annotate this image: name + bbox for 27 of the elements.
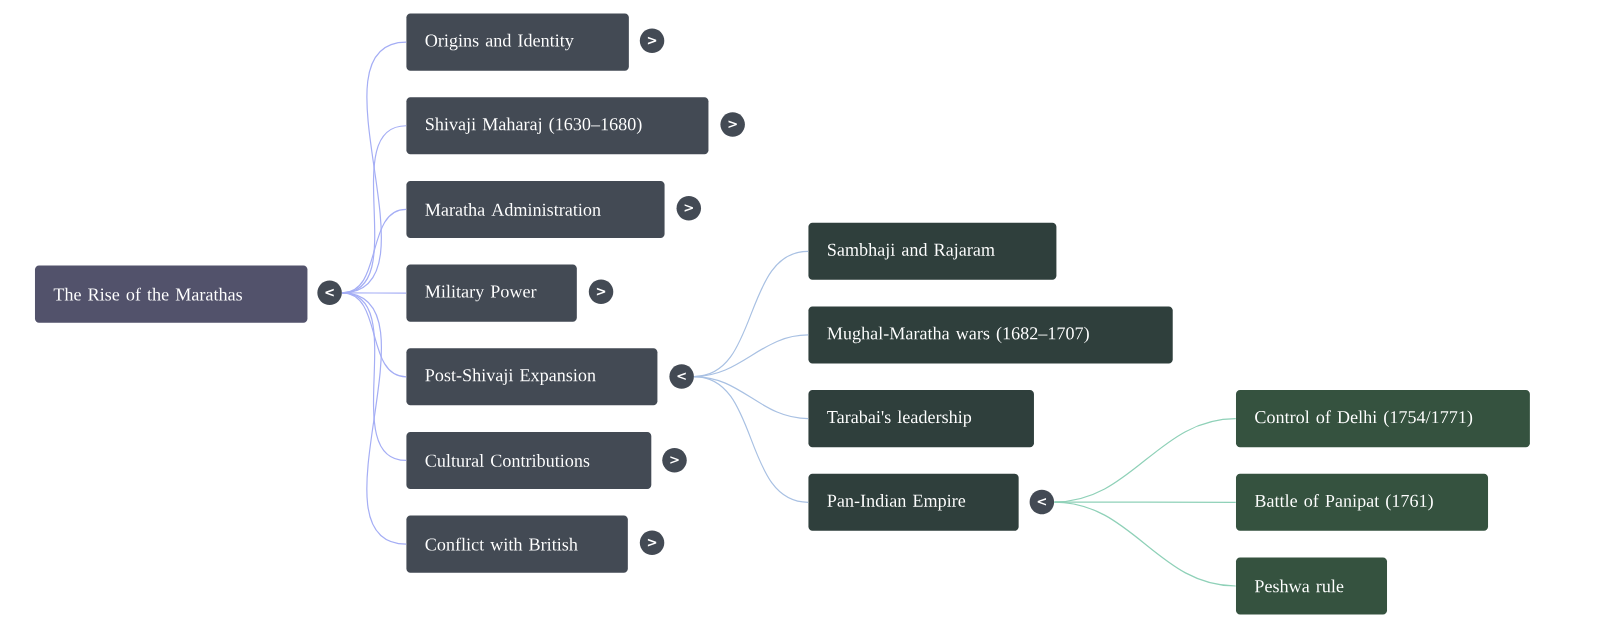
- toggle-button: >: [588, 279, 614, 305]
- toggle-button: <: [1029, 490, 1055, 515]
- connector-line: [1053, 501, 1237, 587]
- topic-box: Battle of Panipat (1761): [1236, 473, 1489, 532]
- topic-box: Cultural Contributions: [406, 432, 652, 490]
- topic-box: Conflict with British: [406, 515, 628, 573]
- topic-box: Control of Delhi (1754/1771): [1236, 390, 1530, 448]
- toggle-button: <: [669, 364, 694, 389]
- connector-line: [341, 292, 407, 545]
- topic-box: Post-Shivaji Expansion: [406, 348, 658, 406]
- connector-line: [693, 376, 809, 504]
- topic-box: Sambhaji and Rajaram: [808, 222, 1057, 281]
- topic-box: Maratha Administration: [406, 181, 665, 239]
- topic-box: Military Power: [406, 264, 577, 322]
- toggle-button: >: [639, 28, 665, 54]
- toggle-button: <: [317, 280, 342, 306]
- toggle-button: >: [720, 112, 745, 137]
- toggle-button: >: [639, 530, 665, 556]
- toggle-button: >: [676, 196, 702, 221]
- topic-box: Peshwa rule: [1236, 557, 1387, 615]
- topic-box: Pan-Indian Empire: [808, 473, 1019, 532]
- topic-box: The Rise of the Marathas: [34, 265, 308, 323]
- topic-box: Tarabai's leadership: [808, 390, 1034, 448]
- topic-box: Mughal-Maratha wars (1682–1707): [808, 306, 1173, 364]
- topic-box: Shivaji Maharaj (1630–1680): [406, 97, 709, 155]
- toggle-button: >: [662, 448, 687, 473]
- topic-box: Origins and Identity: [406, 13, 629, 71]
